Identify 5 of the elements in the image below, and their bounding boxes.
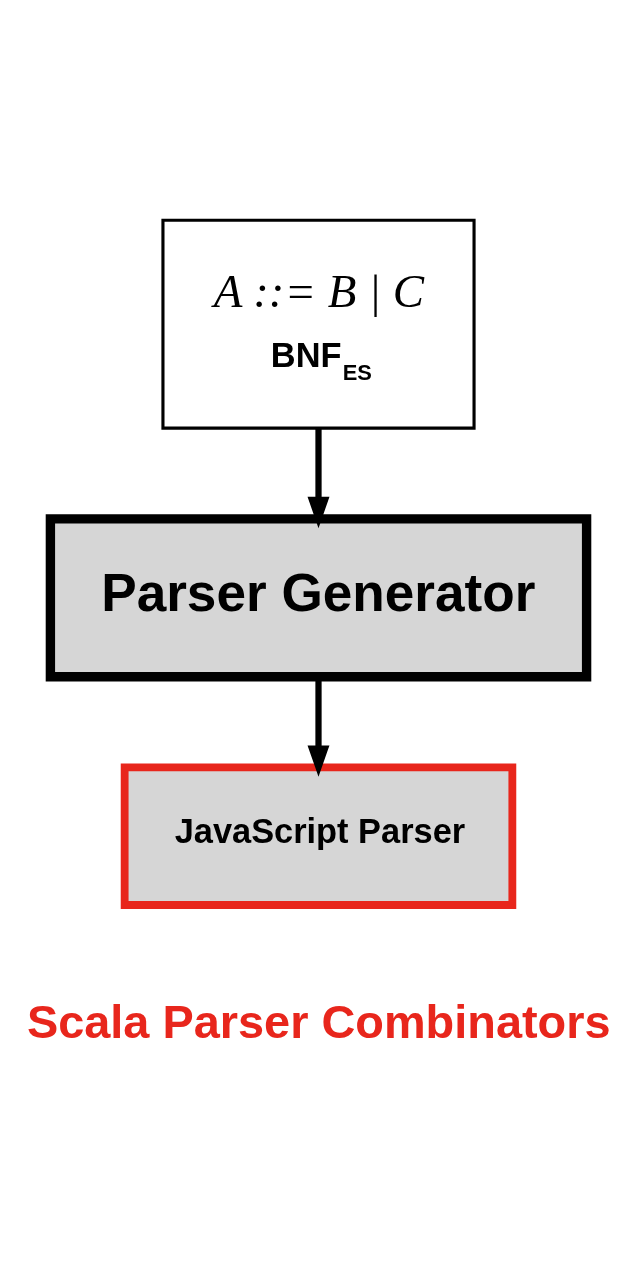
node-box: Parser Generator [45,514,592,682]
node-box: A ::= B | C BNF$_{ES}$ [161,218,476,430]
label: Scala Parser Combinators [26,995,611,1048]
node-box: JavaScript Parser [120,763,517,909]
arrow [307,428,330,529]
